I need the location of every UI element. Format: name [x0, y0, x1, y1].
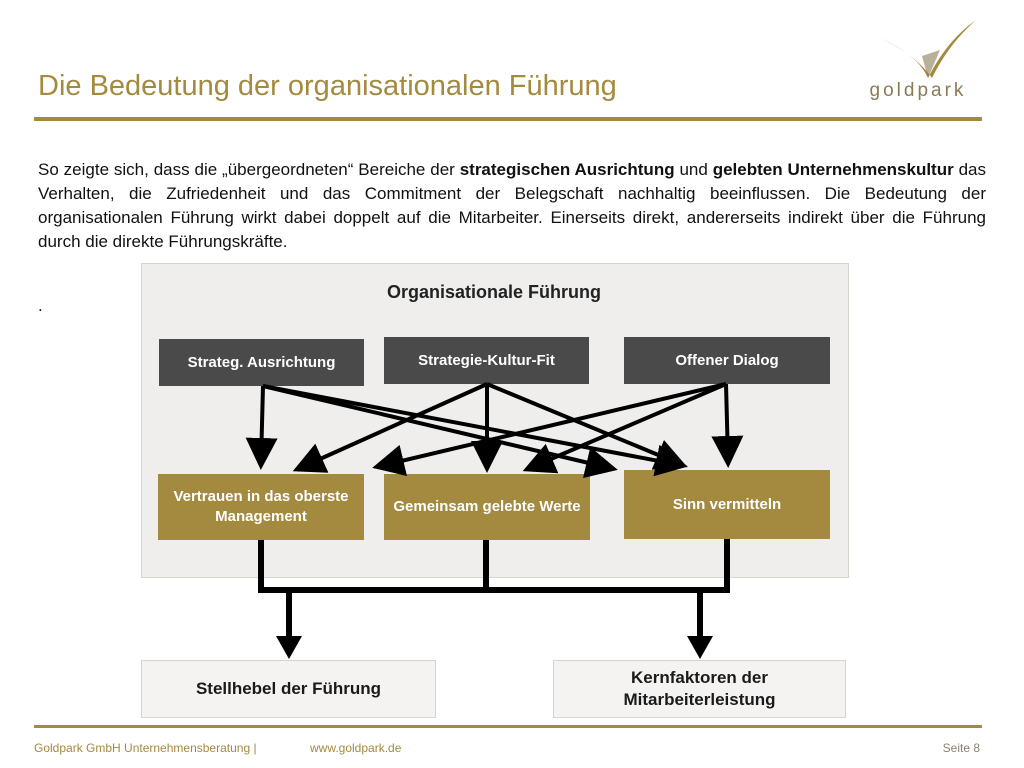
- box-sinn-vermitteln: Sinn vermitteln: [624, 470, 830, 539]
- intro-paragraph: So zeigte sich, dass die „übergeordneten…: [38, 158, 986, 254]
- box-vertrauen: Vertrauen in das oberste Management: [158, 474, 364, 540]
- footer-divider: [34, 725, 982, 728]
- diagram-title: Organisationale Führung: [386, 282, 601, 302]
- text-segment: und: [674, 160, 713, 179]
- text-segment-bold: gelebten Unternehmenskultur: [712, 160, 954, 179]
- box-offener-dialog: Offener Dialog: [624, 337, 830, 384]
- logo-text: goldpark: [869, 80, 967, 101]
- text-segment-bold: strategischen Ausrichtung: [459, 160, 675, 179]
- box-gemeinsam-werte: Gemeinsam gelebte Werte: [384, 474, 590, 540]
- box-kernfaktoren: Kernfaktoren der Mitarbeiterleistung: [553, 660, 846, 718]
- box-stellhebel: Stellhebel der Führung: [141, 660, 436, 718]
- trailing-dot: .: [38, 296, 43, 315]
- text-segment: das Verhalten, die Zufriedenheit und das…: [38, 160, 987, 251]
- box-strateg-ausrichtung: Strateg. Ausrichtung: [159, 339, 364, 386]
- header-divider: [34, 117, 982, 121]
- footer-website-link[interactable]: www.goldpark.de: [310, 741, 402, 755]
- footer-company: Goldpark GmbH Unternehmensberatung |: [34, 741, 257, 755]
- page-title: Die Bedeutung der organisationalen Führu…: [38, 70, 617, 102]
- text-segment: So zeigte sich, dass die „übergeordneten…: [38, 160, 460, 179]
- box-strategie-kultur-fit: Strategie-Kultur-Fit: [384, 337, 589, 384]
- goldpark-logo-icon: [880, 20, 976, 78]
- footer-page-number: Seite 8: [942, 741, 980, 755]
